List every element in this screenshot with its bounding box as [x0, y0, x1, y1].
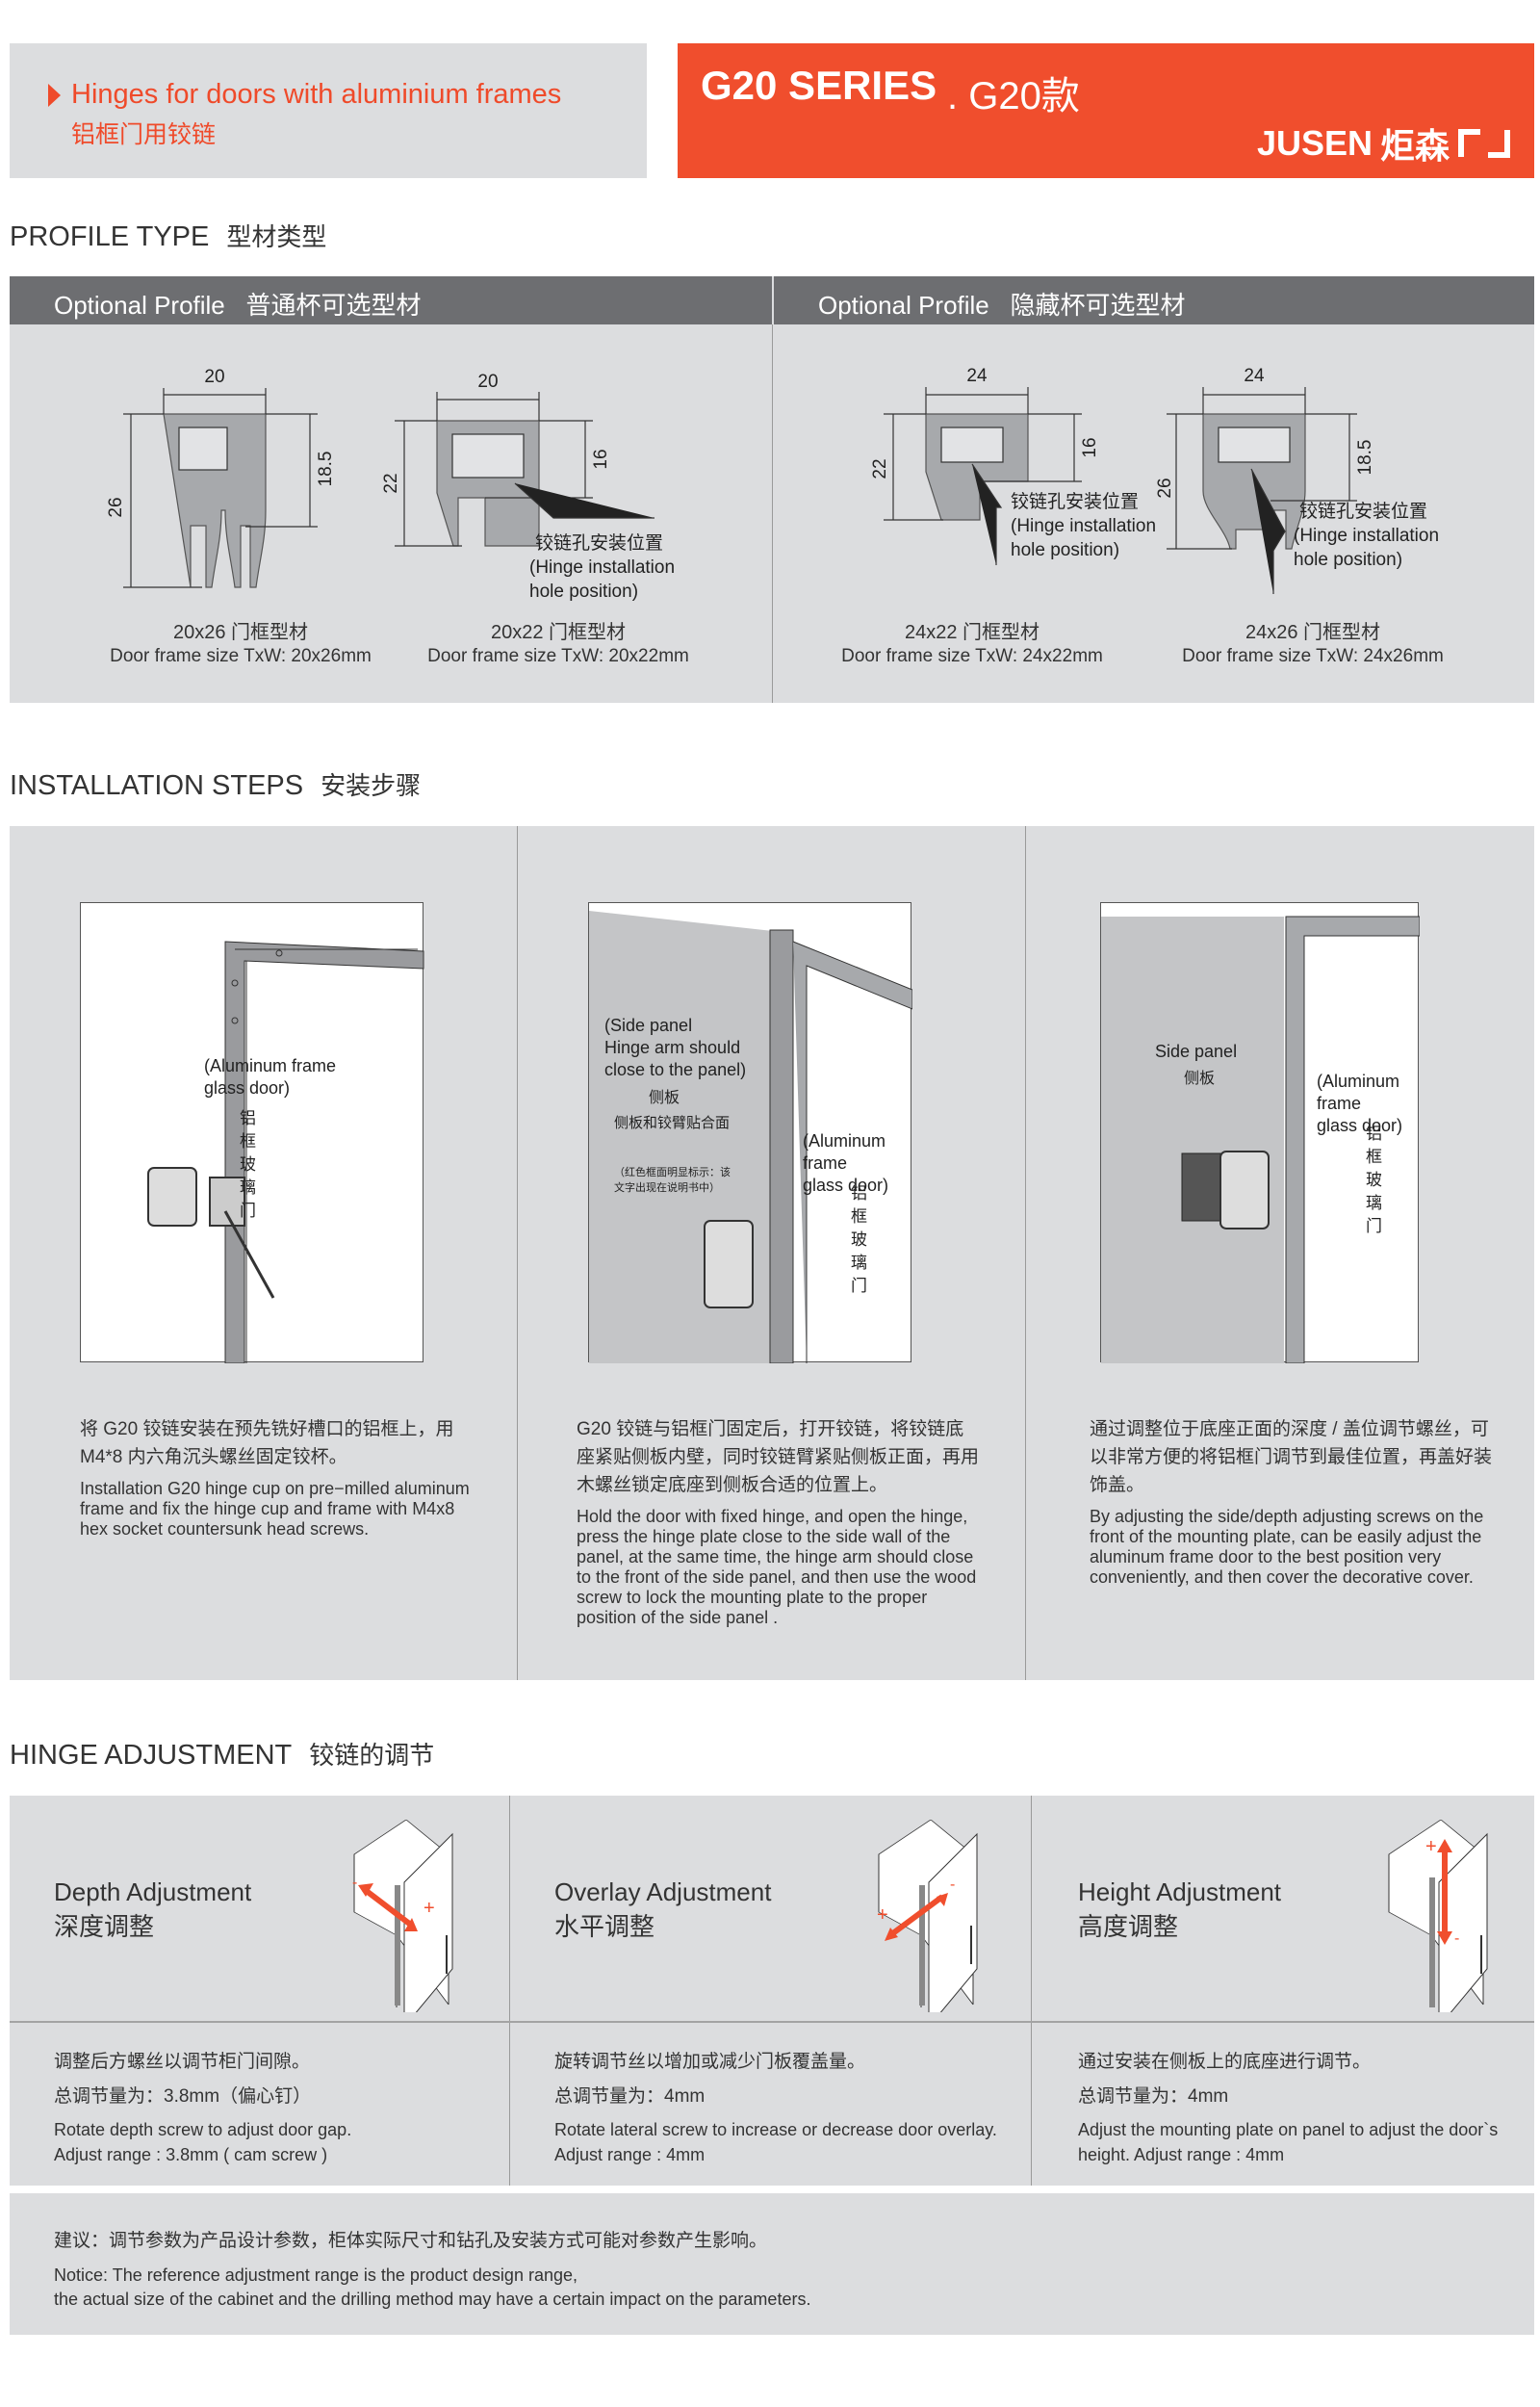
dimension-label: 22	[870, 458, 890, 479]
dimension-label: 18.5	[316, 452, 336, 487]
brand-name-cn: 炬森	[1379, 126, 1450, 166]
profile-20x26-drawing	[123, 388, 318, 588]
dimension-label: 22	[381, 473, 401, 493]
notice-cn: 建议：调节参数为产品设计参数，柜体实际尺寸和钻孔及安装方式可能对参数产生影响。	[54, 2231, 768, 2251]
triangle-bullet-icon	[48, 84, 61, 107]
notice-en-line-1: Notice: The reference adjustment range i…	[54, 2265, 578, 2285]
side-panel-label: Side panel	[1155, 1042, 1238, 1061]
dimension-label: 24	[966, 366, 988, 386]
side-panel-label-cn: 侧板	[649, 1090, 680, 1106]
aluminum-frame-label-cn: 铝框玻璃门	[1366, 1125, 1382, 1235]
profile-24x26-drawing	[1167, 387, 1357, 594]
step-2-text: G20 铰链与铝框门固定后，打开铰链，将铰链底座紧贴侧板内壁，同时铰链臂紧贴侧板…	[577, 1419, 980, 1627]
overlay-adjustment-icon: +-	[877, 1820, 978, 2012]
series-title-cn: . G20款	[947, 75, 1080, 117]
profile-drawings: 20 26 18.5 20 22 16 24 22 16	[106, 366, 1375, 594]
profile-type-panel: Optional Profile 普通杯可选型材 Optional Profil…	[10, 276, 1534, 703]
brand-mark-icon	[1458, 129, 1510, 158]
aluminum-frame-label-cn: 铝框玻璃门	[851, 1184, 867, 1295]
dimension-label: 20	[204, 367, 224, 387]
svg-text:-: -	[352, 1875, 357, 1891]
divider	[509, 1796, 510, 2186]
svg-text:+: +	[424, 1898, 435, 1919]
svg-text:+: +	[1425, 1836, 1437, 1857]
dimension-label: 24	[1244, 366, 1265, 386]
profile-group-header: Optional Profile 隐藏杯可选型材	[774, 276, 1534, 324]
series-banner: G20 SERIES . G20款 JUSEN 炬森	[678, 43, 1534, 178]
dimension-label: 18.5	[1355, 440, 1375, 476]
aluminum-frame-label-cn: 铝框玻璃门	[240, 1109, 256, 1220]
divider	[10, 2021, 1534, 2023]
subtitle-cn: 铝框门用铰链	[71, 121, 217, 148]
manual-note-label: （红色框面明显标示：该文字出现在说明书中）	[614, 1167, 731, 1194]
dimension-label: 16	[1080, 437, 1100, 457]
dimension-label: 20	[477, 372, 498, 392]
divider	[1025, 826, 1026, 1680]
divider	[1031, 1796, 1032, 2186]
profile-20x22-drawing	[395, 392, 654, 547]
height-adjustment-icon: +-	[1388, 1820, 1488, 2012]
step-3-text: 通过调整位于底座正面的深度 / 盖位调节螺丝，可以非常方便的将铝框门调节到最佳位…	[1090, 1419, 1493, 1587]
svg-text:-: -	[1454, 1930, 1459, 1947]
divider	[517, 826, 518, 1680]
notice-en-line-2: the actual size of the cabinet and the d…	[54, 2290, 811, 2309]
notice-panel: 建议：调节参数为产品设计参数，柜体实际尺寸和钻孔及安装方式可能对参数产生影响。 …	[10, 2193, 1534, 2335]
brand-logo: JUSEN 炬森	[1257, 118, 1511, 168]
side-panel-contact-label: 侧板和铰臂贴合面	[614, 1115, 731, 1131]
depth-adjustment-text: 调整后方螺丝以调节柜门间隙。总调节量为：3.8mm（偏心钉）Rotate dep…	[54, 2052, 352, 2164]
profile-24x22-drawing	[884, 387, 1082, 565]
svg-text:-: -	[950, 1876, 955, 1893]
subtitle-en: Hinges for doors with aluminium frames	[71, 79, 562, 110]
divider	[772, 324, 773, 703]
dimension-label: 16	[591, 449, 611, 469]
brand-name: JUSEN	[1256, 123, 1373, 163]
step-1-text: 将 G20 铰链安装在预先铣好槽口的铝框上，用 M4*8 内六角沉头螺丝固定铰杯…	[80, 1419, 470, 1539]
side-panel-label-cn: 侧板	[1184, 1071, 1216, 1087]
header-subtitle-panel: Hinges for doors with aluminium frames 铝…	[10, 43, 647, 178]
profile-group-header: Optional Profile 普通杯可选型材	[10, 276, 772, 324]
series-title: G20 SERIES	[701, 63, 937, 108]
dimension-label: 26	[1155, 478, 1175, 498]
dimension-label: 26	[106, 497, 126, 517]
depth-adjustment-icon: -+	[352, 1820, 453, 2012]
svg-text:+: +	[877, 1904, 888, 1926]
